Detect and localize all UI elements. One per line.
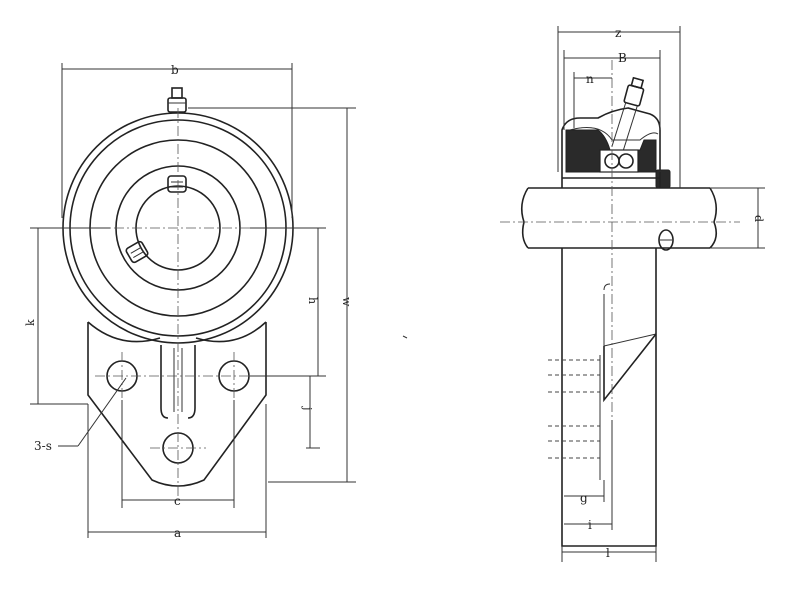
dim-n-label: n [586,72,594,86]
grease-nipple [167,87,187,113]
dim-g-label: g [580,491,588,505]
dim-s-label: 3-s [34,439,52,453]
set-screw-side [125,240,149,264]
hidden-bolt-lines [548,355,601,480]
collar-screw [658,229,674,251]
dim-l-label: l [606,546,610,560]
front-view: b w h j k 3-s c a [24,63,356,540]
dim-k-label: k [24,319,37,326]
dim-w-label: w [340,297,353,307]
set-screw-top [167,175,187,193]
dim-j-label: j [301,405,314,410]
dim-d-label: d [752,215,765,222]
dim-b-label: b [171,63,179,77]
dim-z-label: z [615,26,621,40]
dim-c-label: c [174,494,181,508]
dim-h-label: h [306,297,319,304]
set-screw-side-view [655,169,671,189]
housing-top-outline [561,107,661,172]
dim-i-label: i [588,518,592,532]
center-rib [160,345,196,419]
flange-side-outline [561,248,657,547]
dim-a-label: a [174,526,181,540]
flange-outline [87,322,267,487]
dim-B-label: B [618,51,627,65]
shaft [528,187,710,249]
side-view: z B n d g i l [500,26,765,562]
grease-nipple-side [611,76,645,150]
